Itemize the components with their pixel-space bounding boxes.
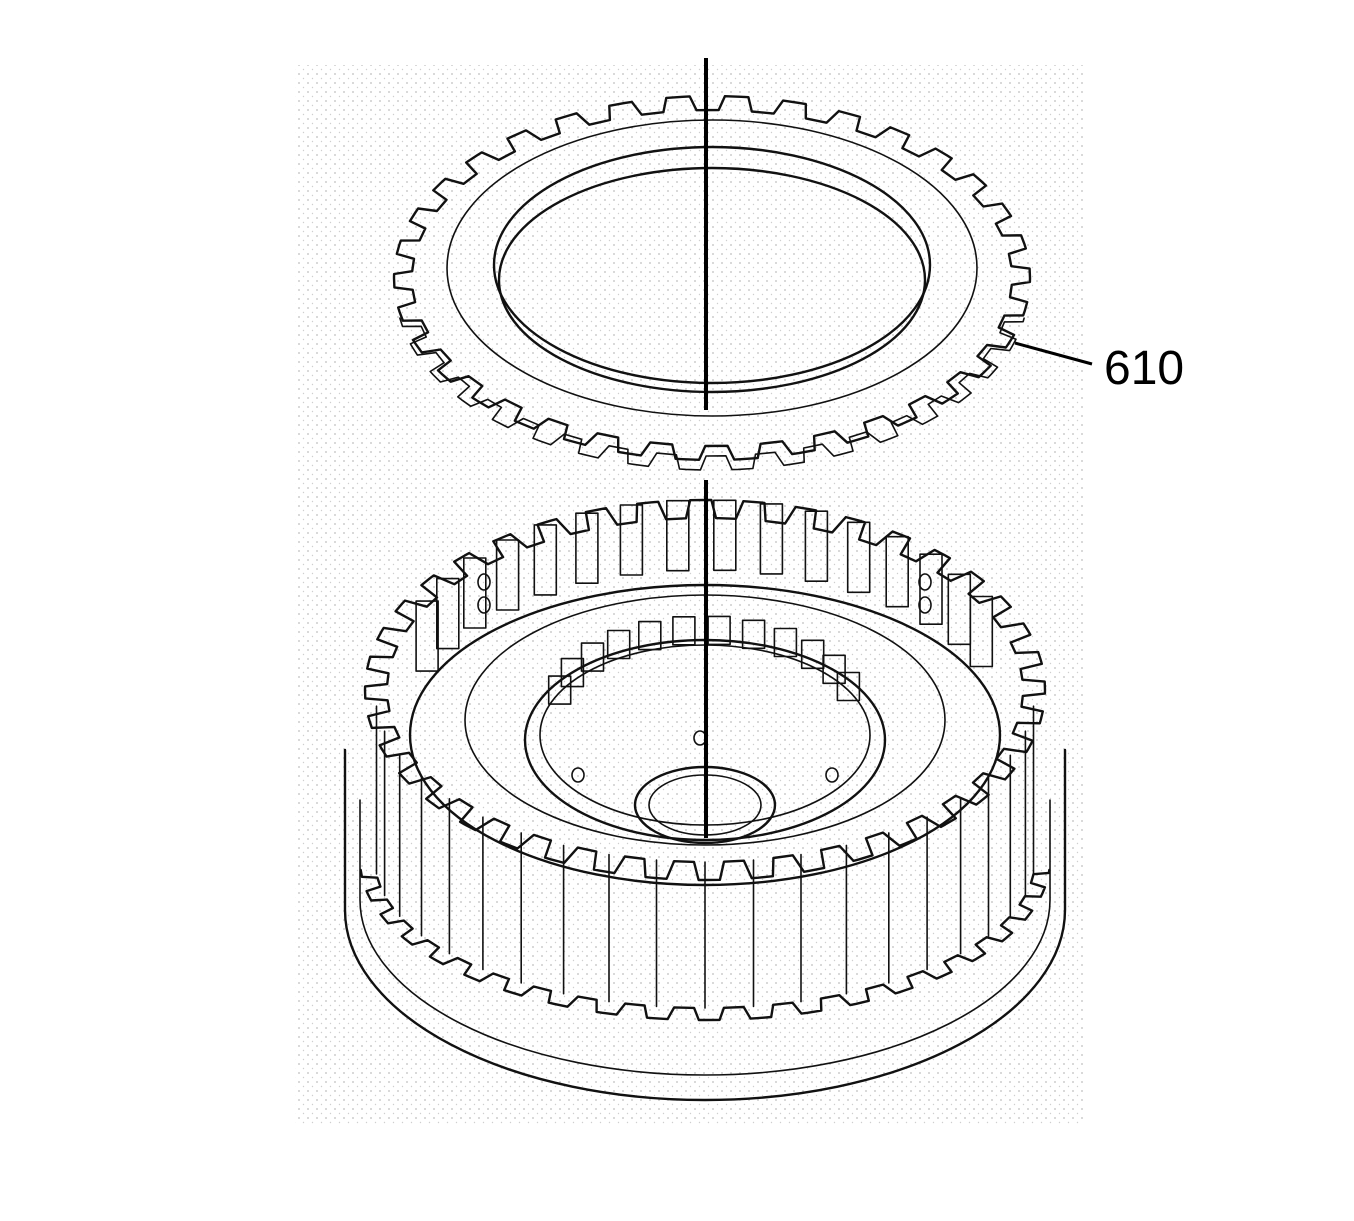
callout-610-leader — [1014, 341, 1093, 366]
callout-610: 610 — [1014, 341, 1184, 395]
clutch-housing — [343, 498, 1067, 1102]
housing-hole — [918, 596, 932, 614]
hub-teeth — [547, 615, 861, 705]
hub-tooth — [836, 671, 861, 702]
plate-edge-thickness — [399, 317, 1025, 471]
housing-back-tooth — [969, 595, 994, 668]
callout-610-label: 610 — [1104, 342, 1184, 395]
housing-back-teeth — [415, 499, 994, 672]
housing-back-tooth — [575, 512, 599, 585]
hub-tooth — [822, 654, 846, 685]
hub-tooth — [547, 675, 572, 705]
hub-hole — [825, 767, 839, 783]
splined-clutch-plate — [392, 94, 1032, 471]
housing-hole — [477, 573, 491, 591]
housing-spline-faces — [375, 705, 1035, 1009]
housing-back-tooth — [846, 521, 871, 594]
hub-tooth — [800, 639, 825, 670]
housing-back-tooth — [804, 510, 829, 583]
housing-base-shell — [343, 748, 1067, 1102]
plate-face-ring — [446, 119, 978, 417]
hub-tooth — [672, 615, 696, 646]
plate-splined-outline — [392, 94, 1032, 461]
hub-tooth — [707, 615, 731, 646]
hub-tooth — [773, 627, 798, 658]
housing-back-tooth — [495, 539, 520, 611]
housing-back-tooth — [533, 524, 558, 596]
housing-base-inner-rim — [359, 799, 1051, 1076]
housing-back-tooth — [759, 503, 784, 575]
housing-spline-band — [359, 868, 1051, 1022]
housing-back-tooth — [885, 535, 910, 608]
housing-splined-rim — [363, 498, 1047, 882]
hub-tooth — [741, 619, 766, 650]
housing-back-tooth — [665, 499, 690, 572]
hub-tooth — [580, 642, 605, 672]
housing-back-tooth — [462, 557, 487, 629]
hub-tooth — [606, 629, 631, 660]
housing-hole — [918, 573, 932, 591]
plate-inner-ring-outer — [492, 145, 932, 385]
hub-tooth — [637, 620, 662, 651]
housing-back-tooth — [415, 600, 439, 672]
hub-hole — [571, 767, 585, 783]
housing-back-tooth — [435, 577, 460, 650]
housing-back-tooth — [712, 499, 737, 572]
housing-back-tooth — [619, 504, 644, 576]
housing-back-tooth — [919, 553, 943, 626]
hub-tooth — [560, 657, 585, 688]
housing-hole — [477, 596, 491, 614]
plate-inner-ring-inner — [497, 166, 927, 394]
